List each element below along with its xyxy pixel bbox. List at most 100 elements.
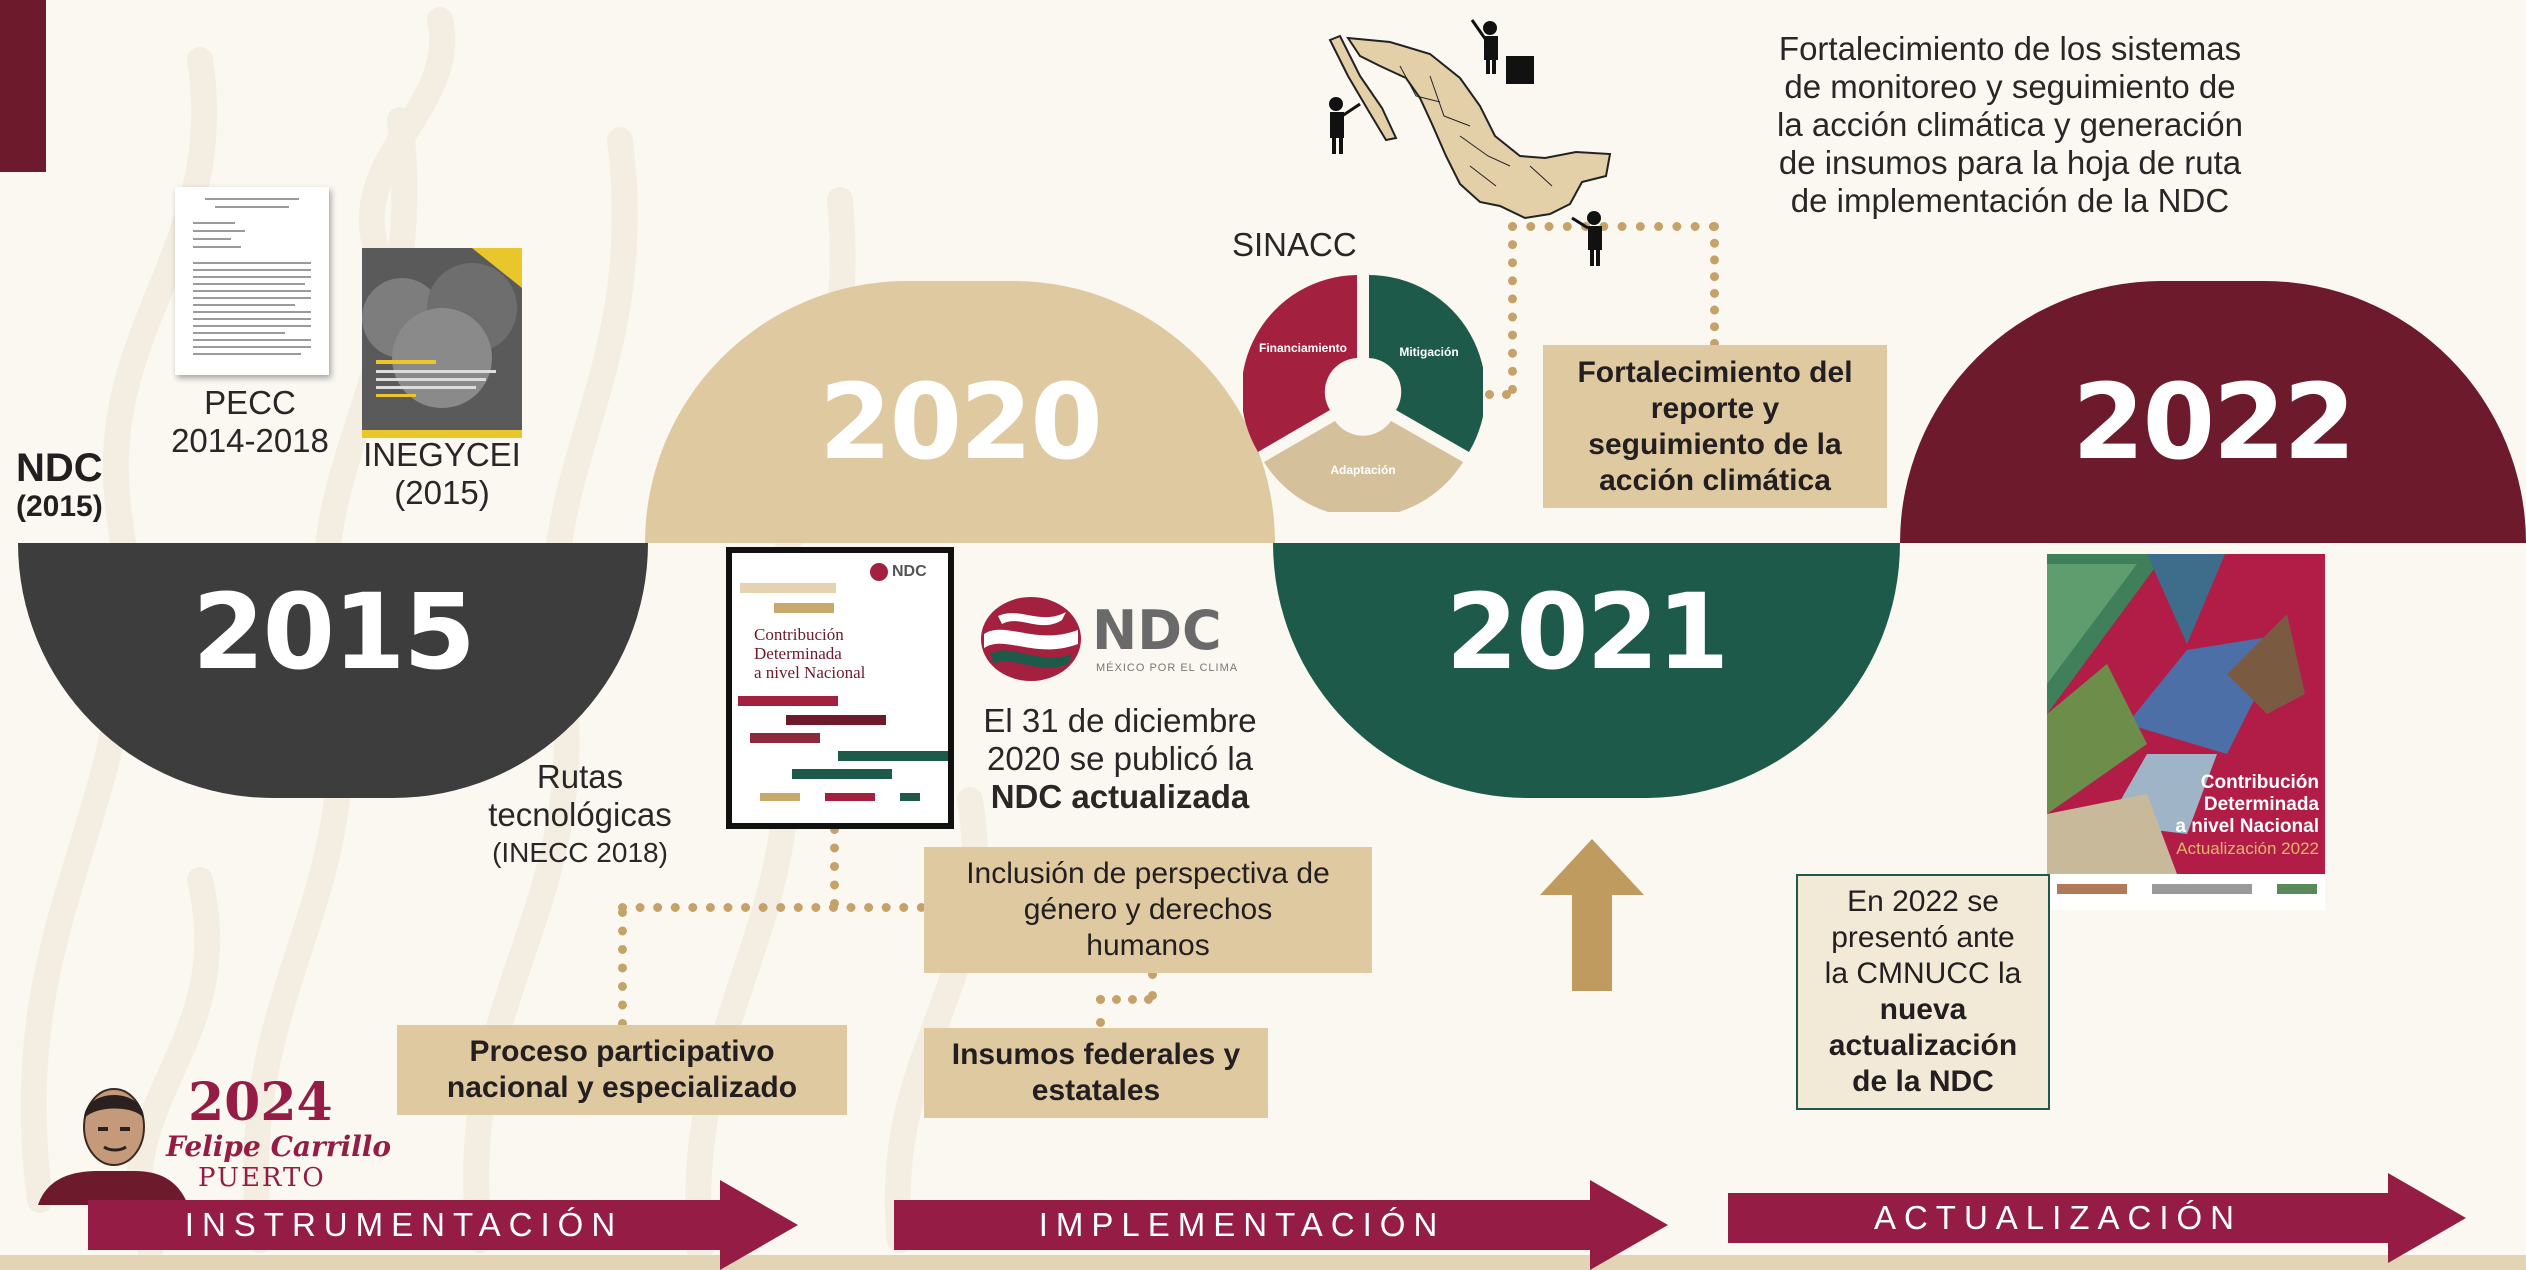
insumos-line1: Insumos federales y [951, 1038, 1241, 1071]
pecc-caption: PECC 2014-2018 [160, 384, 340, 460]
cover-bar-5 [750, 733, 820, 743]
fortalecimiento-line1: Fortalecimiento del [1577, 355, 1853, 389]
ndc-logo: NDC MÉXICO POR EL CLIMA [980, 596, 1250, 681]
cover-footer-logos [760, 793, 920, 803]
fortalecimiento-line2: reporte y [1650, 391, 1780, 425]
monitoring-line5: de implementación de la NDC [1790, 182, 2230, 219]
cover-badge-icon [870, 563, 888, 581]
presented-line4: nueva [1879, 993, 1967, 1026]
cover-bar-7 [792, 769, 892, 779]
ndc-label: NDC [16, 446, 103, 490]
cover-title-line3: a nivel Nacional [754, 663, 866, 682]
connector-2020-vertical [830, 825, 839, 908]
connector-insumos-b [1096, 995, 1153, 1004]
cover-2022-line2: Determinada [2203, 794, 2319, 815]
presented-box: En 2022 se presentó ante la CMNUCC la nu… [1796, 874, 2050, 1110]
phase-actualizacion-label: ACTUALIZACIÓN [1873, 1199, 2243, 1236]
connector-2020-down [618, 908, 627, 1028]
sinacc-donut: Financiamiento Mitigación Adaptación [1243, 275, 1483, 512]
inclusion-line2: género y derechos [1023, 893, 1273, 926]
fortalecimiento-line3: seguimiento de la [1588, 427, 1842, 461]
year-2022-label: 2022 [2072, 361, 2355, 483]
cover-2022-line3: a nivel Nacional [2175, 816, 2319, 837]
cover-badge: NDC [870, 563, 927, 581]
ndc-2022-cover-image: Contribución Determinada a nivel Naciona… [2047, 554, 2325, 910]
portrait-illustration [38, 1088, 188, 1205]
presented-line2: presentó ante [1831, 921, 2015, 954]
rutas-line1: Rutas [536, 758, 624, 795]
phase-arrow-instrumentacion-head [720, 1180, 798, 1270]
connector-insumos-a [1148, 970, 1157, 1000]
phase-arrow-actualizacion-shaft: ACTUALIZACIÓN [1728, 1193, 2388, 1243]
cover-bar-4 [786, 715, 886, 725]
cover-bar-3 [738, 696, 838, 706]
year-2021-label: 2021 [1445, 571, 1729, 693]
presented-line6: de la NDC [1852, 1065, 1994, 1098]
connector-2020-horizontal [618, 903, 926, 912]
inclusion-line1: Inclusión de perspectiva de [966, 857, 1330, 890]
published-line2: 2020 se publicó la [986, 740, 1254, 777]
presented-line1: En 2022 se [1847, 885, 1999, 918]
monitoring-line3: la acción climática y generación [1777, 106, 2243, 143]
connector-sinacc-d [1710, 222, 1719, 348]
monitoring-line1: Fortalecimiento de los sistemas [1778, 30, 2242, 67]
inegycei-document-image [362, 248, 522, 438]
phase-arrow-implementacion-shaft: IMPLEMENTACIÓN [894, 1200, 1590, 1250]
cover-title: Contribución Determinada a nivel Naciona… [754, 625, 865, 682]
cover-2022-line1: Contribución [2200, 772, 2319, 793]
presented-line3: la CMNUCC la [1824, 957, 2022, 990]
year-2015-label: 2015 [192, 571, 475, 693]
phase-arrow-actualizacion-head [2388, 1173, 2466, 1263]
up-arrow-icon [1540, 839, 1644, 991]
rutas-line3: (INECC 2018) [492, 837, 668, 868]
sinacc-segment-adaptacion [1264, 421, 1463, 512]
ndc-2015-label: NDC (2015) [16, 446, 103, 524]
figure-icons [1329, 19, 1602, 266]
published-line3: NDC actualizada [990, 778, 1250, 815]
cover-2022-title: Contribución Determinada a nivel Naciona… [2143, 772, 2319, 860]
phase-arrow-implementacion-head [1590, 1180, 1668, 1270]
proceso-line2: nacional y especializado [446, 1071, 798, 1104]
phase-arrow-instrumentacion: INSTRUMENTACIÓN [88, 1180, 798, 1270]
connector-insumos-c [1096, 995, 1105, 1027]
logo-name-line2: PUERTO [198, 1163, 326, 1193]
phase-arrow-actualizacion: ACTUALIZACIÓN [1728, 1173, 2466, 1263]
cover-2022-footer-logos [2057, 884, 2317, 898]
connector-sinacc-b [1508, 222, 1517, 394]
cover-bar-6 [838, 751, 948, 761]
sinacc-title: SINACC [1232, 226, 1357, 263]
sinacc-segment-financiamiento [1243, 275, 1357, 452]
phase-arrow-instrumentacion-shaft: INSTRUMENTACIÓN [88, 1200, 720, 1250]
corner-accent-bar [0, 0, 46, 172]
ndc-logo-tagline: MÉXICO POR EL CLIMA [1096, 662, 1239, 674]
inegycei-line2: (2015) [394, 474, 490, 511]
mexico-map-illustration [1328, 19, 1612, 266]
pecc-line1: PECC [204, 384, 296, 421]
inclusion-line3: humanos [1086, 929, 1210, 962]
published-line1: El 31 de diciembre [983, 702, 1257, 739]
year-2020-label: 2020 [819, 361, 1102, 483]
mexico-map-shape [1328, 34, 1612, 220]
sinacc-label-financiamiento: Financiamiento [1259, 341, 1347, 355]
proceso-line1: Proceso participativo [469, 1035, 775, 1068]
fortalecimiento-box: Fortalecimiento del reporte y seguimient… [1543, 345, 1887, 508]
published-text: El 31 de diciembre 2020 se publicó la ND… [960, 702, 1280, 816]
proceso-box: Proceso participativo nacional y especia… [397, 1025, 847, 1115]
inclusion-box: Inclusión de perspectiva de género y der… [924, 847, 1372, 973]
cover-title-line1: Contribución [754, 625, 844, 644]
rutas-line2: tecnológicas [488, 796, 672, 833]
connector-sinacc-c [1508, 222, 1718, 231]
cover-bar-1 [740, 583, 836, 593]
ndc-2020-cover-image: NDC Contribución Determinada a nivel Nac… [726, 547, 954, 829]
sinacc-label-mitigacion: Mitigación [1399, 345, 1458, 359]
phase-arrow-implementacion: IMPLEMENTACIÓN [894, 1180, 1668, 1270]
cover-badge-text: NDC [892, 563, 927, 580]
cover-bar-2 [774, 603, 834, 613]
presented-line5: actualización [1828, 1029, 2018, 1062]
rutas-caption: Rutas tecnológicas (INECC 2018) [470, 758, 690, 872]
phase-implementacion-label: IMPLEMENTACIÓN [1038, 1206, 1446, 1243]
monitoring-text: Fortalecimiento de los sistemas de monit… [1700, 30, 2320, 220]
ndc-logo-text: NDC [1092, 599, 1222, 662]
insumos-line2: estatales [1031, 1074, 1161, 1107]
logo-year: 2024 [188, 1072, 333, 1133]
